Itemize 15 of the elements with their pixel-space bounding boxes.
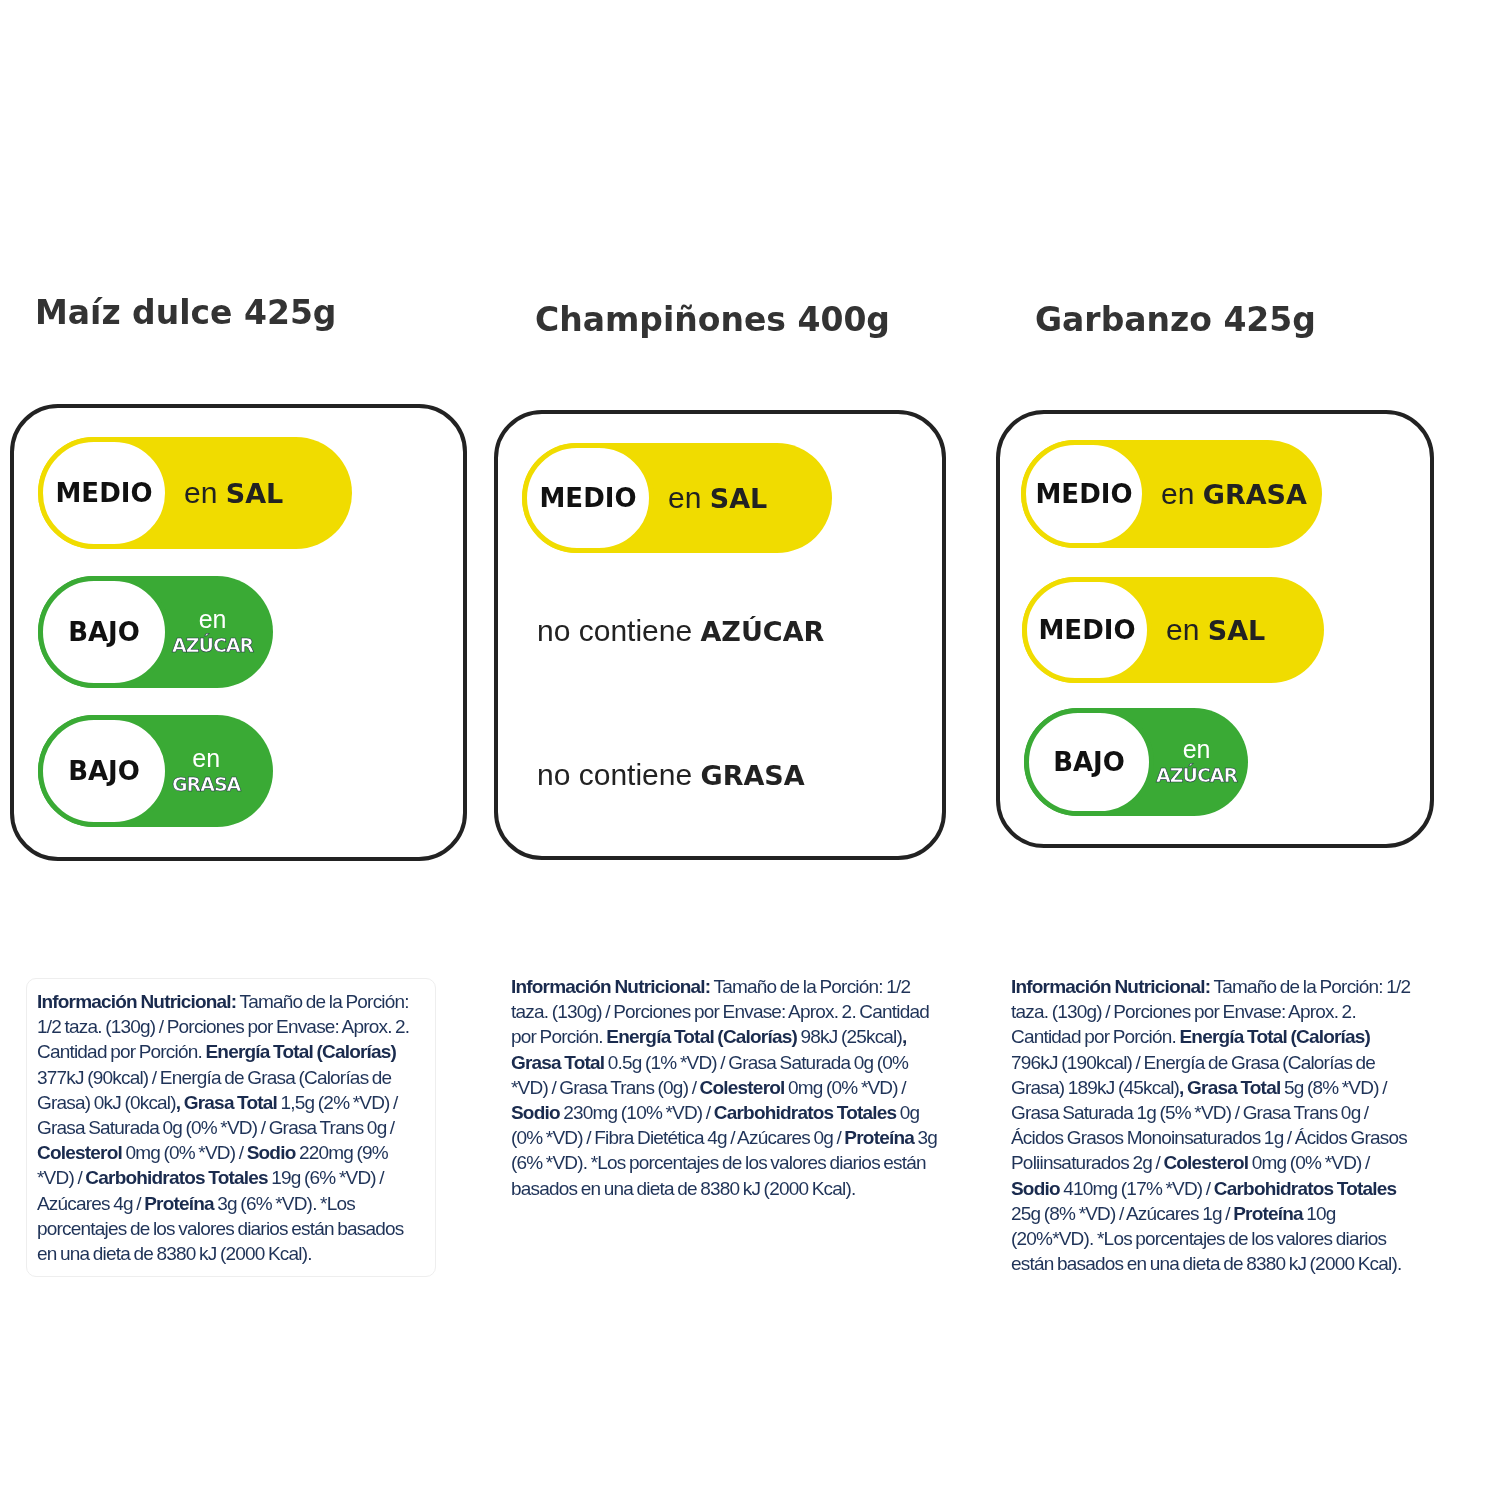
nutrient-label: en SAL (1166, 613, 1266, 647)
product-title: Champiñones 400g (535, 300, 890, 339)
nutrient-label: en SAL (668, 481, 768, 515)
nutrition-facts-text: Información Nutricional: Tamaño de la Porción: 1/2 taza. (130g) / Porciones por Envase: Aprox. 2. Cantidad por Porción. Energía Total (Calorías) 98kJ (25kcal), Grasa Total 0.5g (1% *VD) / Grasa Saturada 0g (0% *VD) / Grasa Trans (0g) / Colesterol 0mg (0% *VD) / Sodio 230mg (10% *VD) / Carbohidratos Totales 0g (0% *VD) / Fibra Dietética 4g / Azúcares 0g / Proteína 3g (6% *VD). *Los porcentajes de los valores diarios están basados en una dieta de 8380 kJ (2000 Kcal). (511, 975, 938, 1201)
nutrient-label: en AZÚCAR (1156, 736, 1238, 788)
nutrient-label: en SAL (184, 476, 284, 510)
nutrition-facts-text: Información Nutricional: Tamaño de la Porción: 1/2 taza. (130g) / Porciones por Envase: Aprox. 2. Cantidad por Porción. Energía Total (Calorías) 796kJ (190kcal) / Energía de Grasa (Calorías de Grasa) 189kJ (45kcal), Grasa Total 5g (8% *VD) / Grasa Saturada 1g (5% *VD) / Grasa Trans 0g / Ácidos Grasos Monoinsaturados 1g / Ácidos Grasos Poliinsaturados 2g / Colesterol 0mg (0% *VD) / Sodio 410mg (17% *VD) / Carbohidratos Totales 25g (8% *VD) / Azúcares 1g / Proteína 10g (20%*VD). *Los porcentajes de los valores diarios están basados en una dieta de 8380 kJ (2000 Kcal). (1011, 975, 1412, 1277)
nutrition-facts-text: Información Nutricional: Tamaño de la Porción: 1/2 taza. (130g) / Porciones por Envase: Aprox. 2. Cantidad por Porción. Energía Total (Calorías) 377kJ (90kcal) / Energía de Grasa (Calorías de Grasa) 0kJ (0kcal), Grasa Total 1,5g (2% *VD) / Grasa Saturada 0g (0% *VD) / Grasa Trans 0g / Colesterol 0mg (0% *VD) / Sodio 220mg (9% *VD) / Carbohidratos Totales 19g (6% *VD) / Azúcares 4g / Proteína 3g (6% *VD). *Los porcentajes de los valores diarios están basados en una dieta de 8380 kJ (2000 Kcal). (26, 978, 436, 1278)
product-title: Maíz dulce 425g (35, 293, 337, 332)
nutrient-label: en GRASA (1161, 477, 1307, 511)
product-title: Garbanzo 425g (1035, 300, 1316, 339)
claim-text: no contiene AZÚCAR (537, 614, 825, 648)
nutrient-label: en AZÚCAR (172, 606, 254, 658)
claim-text: no contiene GRASA (537, 758, 805, 792)
nutrient-label: en GRASA (172, 745, 241, 797)
